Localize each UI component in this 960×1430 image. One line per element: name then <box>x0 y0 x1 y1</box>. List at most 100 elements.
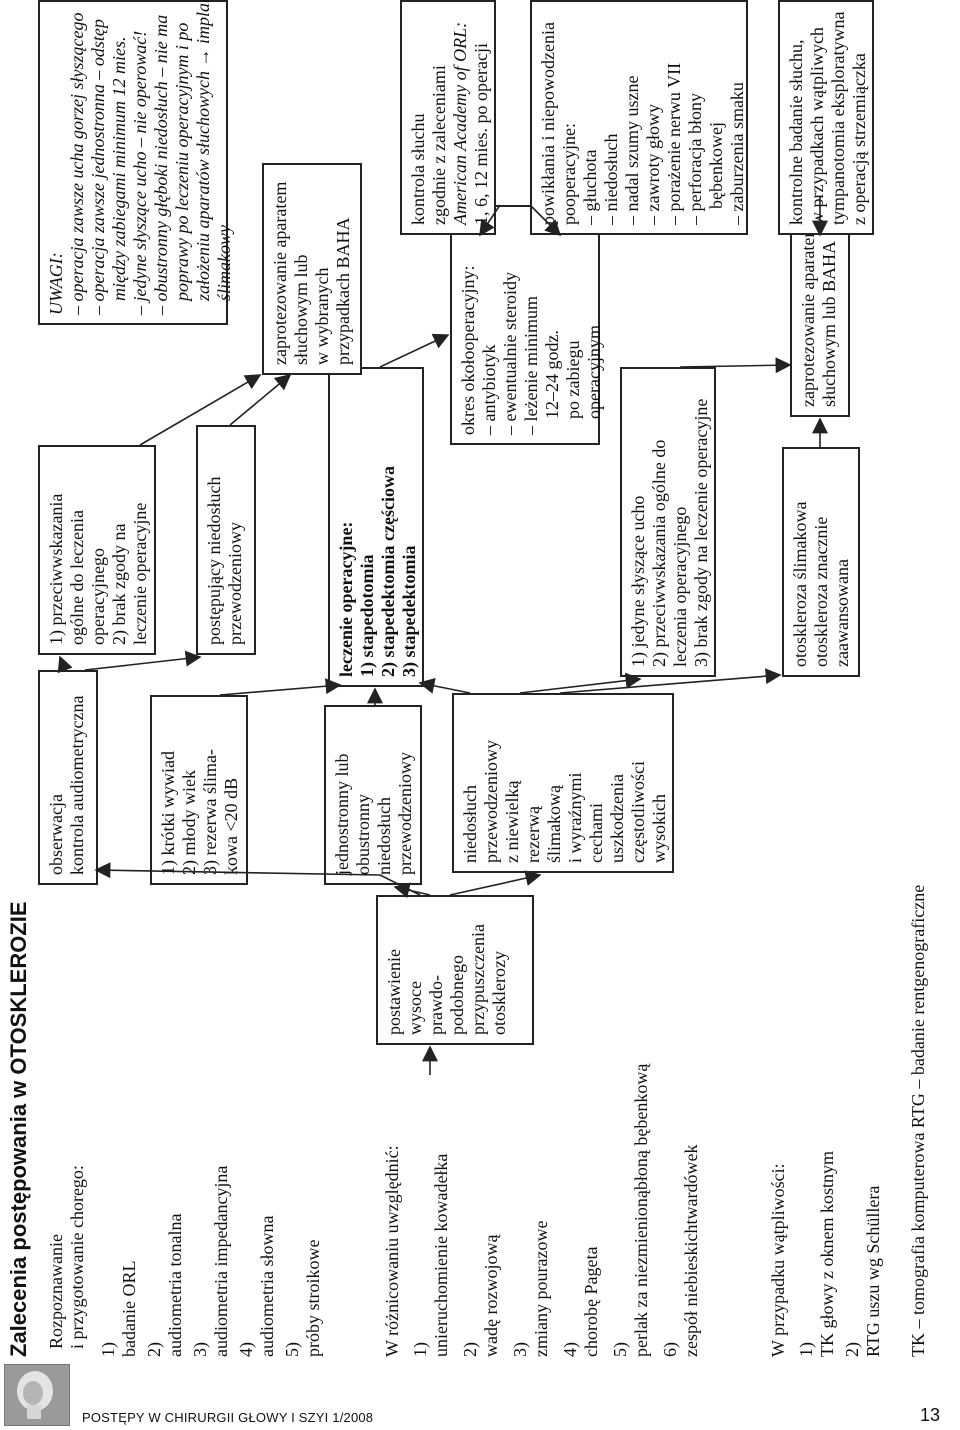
aid-top-line-1: zaprotezowanie aparatem <box>270 181 290 365</box>
history-line-1: 1) krótki wywiad <box>158 751 178 875</box>
control-line-3: American Academy of ORL: <box>450 21 470 225</box>
arrow-observation-to-contra <box>57 655 73 674</box>
s2-item-5b: błoną bębenkową <box>631 1063 651 1191</box>
s3-item-1: TK głowy z oknem kostnym <box>817 1151 837 1357</box>
mixed-line-3: z niewielką <box>502 780 522 863</box>
s2-num-1: 1) <box>410 1342 430 1357</box>
note-line-3: między zabiegami minimum 12 mies. <box>109 36 129 301</box>
note-line-2: – operacja zawsze jednostronna – odstęp <box>88 19 108 315</box>
check-line-3: tympanotomia eksploratywna <box>828 11 848 225</box>
section3-heading: W przypadku wątpliwości: <box>768 1163 788 1357</box>
only-ear-line-1: 1) jedyne słyszące ucho <box>628 495 648 667</box>
complications-box: powikłania i niepowodzenia pooperacyjne:… <box>530 0 748 235</box>
mixed-hearing-box: niedosłuch przewodzeniowy z niewielką re… <box>452 693 674 873</box>
s1-item-4: audiometria słowna <box>257 1215 277 1357</box>
aid-top-line-3: w wybranych <box>312 267 332 365</box>
note-line-7: założeniu aparatów słuchowych → implant <box>193 0 213 301</box>
only-ear-box: 1) jedyne słyszące ucho 2) przeciwwskaza… <box>620 367 716 677</box>
s2-item-6b: twardówek <box>681 1144 701 1225</box>
s1-num-5: 5) <box>282 1342 302 1357</box>
mixed-line-10: wysokich <box>649 794 669 863</box>
compl-line-3: – głuchota <box>580 149 600 225</box>
compl-line-6: – zawroty głowy <box>643 104 663 225</box>
section2-list: 1)unieruchomienie kowadełka 2)wadę rozwo… <box>410 1057 702 1357</box>
section1-heading-1: Rozpoznawanie <box>46 1234 66 1349</box>
page-title: Zalecenia postępowania w OTOSKLEROZIE <box>6 901 31 1357</box>
compl-line-5: – nadal szumy uszne <box>622 75 642 225</box>
arrow-diagnosis-to-mixed <box>449 870 542 896</box>
s3-num-2: 2) <box>842 1342 862 1357</box>
diagnosis-line-5: przypuszczenia <box>468 924 488 1035</box>
mixed-line-6: i wyraźnymi <box>565 772 585 863</box>
arrow-mixed-to-cochlear <box>559 668 782 694</box>
arrow-observation-to-progressive <box>84 650 202 671</box>
periop-line-3: – ewentualnie steroidy <box>500 272 520 435</box>
short-history-box: 1) krótki wywiad 2) młody wiek 3) rezerw… <box>150 695 248 885</box>
s2-num-6: 6) <box>660 1342 680 1357</box>
cochlear-otosclerosis-box: otoskleroza ślimakowa otoskleroza znaczn… <box>782 447 860 677</box>
s1-item-2: audiometria tonalna <box>165 1213 185 1357</box>
s3-item-2: RTG uszu wg Schüllera <box>863 1185 883 1357</box>
section1-list: 1)badanie ORL 2)audiometria tonalna 3)au… <box>98 1067 324 1357</box>
compl-line-1: powikłania i niepowodzenia <box>538 22 558 225</box>
progressive-line-2: przewodzeniowy <box>225 522 245 645</box>
check-line-4: z operacją strzemiączka <box>849 53 869 225</box>
mixed-line-2: przewodzeniowy <box>481 740 501 863</box>
notes-heading: UWAGI: <box>46 252 66 315</box>
note-line-1: – operacja zawsze ucha gorzej słyszącego <box>67 12 87 315</box>
cochlear-line-2: otoskleroza znacznie <box>811 516 831 667</box>
mixed-line-4: rezerwą <box>523 806 543 863</box>
s2-item-3: zmiany pourazowe <box>531 1220 551 1357</box>
periop-line-2: – antybiotyk <box>479 344 499 436</box>
periop-line-1: okres okołooperacyjny: <box>458 265 478 435</box>
cochlear-line-1: otoskleroza ślimakowa <box>790 501 810 667</box>
aid-bottom-line-2: słuchowym lub BAHA <box>819 241 839 407</box>
periop-line-6: po zabiegu <box>563 340 583 419</box>
mixed-line-9: częstotliwości <box>628 761 648 863</box>
section1-heading-2: i przygotowanie chorego: <box>67 1165 87 1349</box>
progressive-line-1: postępujący niedosłuch <box>204 476 224 645</box>
section3-list: 1)TK głowy z oknem kostnym 2)RTG uszu wg… <box>796 1057 884 1357</box>
s1-num-2: 2) <box>144 1342 164 1357</box>
s2-item-1: unieruchomienie kowadełka <box>431 1153 451 1357</box>
mixed-line-1: niedosłuch <box>460 785 480 863</box>
contra-line-5: leczenie operacyjne <box>130 502 150 645</box>
aid-top-line-2: słuchowym lub <box>291 254 311 366</box>
hearing-aid-top-box: zaprotezowanie aparatem słuchowym lub w … <box>262 163 362 375</box>
note-line-6: poprawy po leczeniu operacyjnym i po <box>172 22 192 301</box>
surgery-box: leczenie operacyjne: 1) stapedotomia 2) … <box>328 367 424 687</box>
contra-line-1: 1) przeciwwskazania <box>46 493 66 645</box>
check-line-1: kontrolne badanie słuchu, <box>786 39 806 225</box>
periop-line-5: 12–24 godz. <box>542 330 562 419</box>
s2-num-4: 4) <box>560 1342 580 1357</box>
cochlear-line-3: zaawansowana <box>832 559 852 667</box>
progressive-loss-box: postępujący niedosłuch przewodzeniowy <box>196 425 256 655</box>
unilateral-line-4: przewodzeniowy <box>395 752 415 875</box>
legend-tk: TK – tomografia komputerowa <box>908 1132 928 1357</box>
journal-name: POSTĘPY W CHIRURGII GŁOWY I SZYI 1/2008 <box>82 1410 374 1425</box>
arrow-mixed-to-only-ear <box>519 672 642 694</box>
mixed-line-8: uszkodzenia <box>607 774 627 863</box>
arrow-mixed-to-surgery <box>418 677 471 694</box>
check-line-2: w przypadkach wątpliwych <box>807 27 827 225</box>
diagnosis-line-3: prawdo- <box>426 975 446 1035</box>
s1-item-5: próby stroikowe <box>303 1239 323 1357</box>
compl-line-2: pooperacyjne: <box>559 123 579 225</box>
diagnosis-line-1: postawienie <box>384 949 404 1035</box>
note-line-4: – jedyne słyszące ucho – nie operować! <box>130 30 150 315</box>
arrow-short-to-surgery <box>219 678 342 696</box>
diagnosis-line-2: wysoce <box>405 981 425 1035</box>
mixed-line-5: ślimakową <box>544 785 564 863</box>
notes-box: UWAGI: – operacja zawsze ucha gorzej sły… <box>38 0 234 325</box>
section2-heading: W różnicowaniu uwzględnić: <box>382 1145 402 1357</box>
diagnosis-line-6: otosklerozy <box>489 951 509 1035</box>
s2-num-2: 2) <box>460 1342 480 1357</box>
contra-line-4: 2) brak zgody na <box>109 523 129 645</box>
journal-logo <box>4 1364 70 1426</box>
contra-line-3: operacyjnego <box>88 548 108 645</box>
arrow-diagnosis-to-unilateral <box>393 882 431 899</box>
surgery-item-2: 2) stapedektomia częściowa <box>378 466 398 677</box>
check-hearing-box: kontrolne badanie słuchu, w przypadkach … <box>778 0 874 235</box>
unilateral-box: jednostronny lub obustronny niedosłuch p… <box>324 705 422 885</box>
compl-line-10: – zaburzenia smaku <box>727 82 747 225</box>
